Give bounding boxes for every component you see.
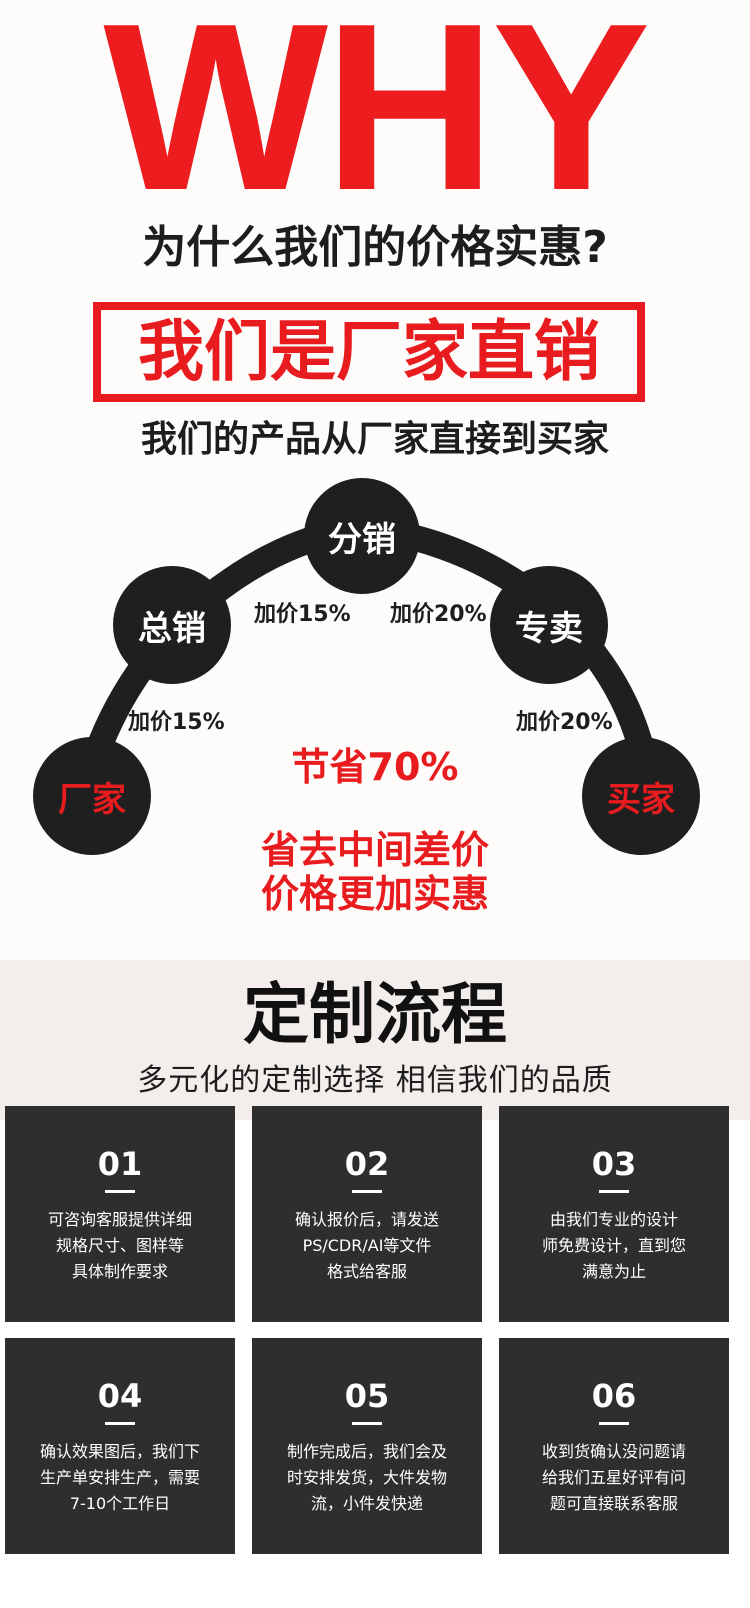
step-text: 制作完成后，我们会及 时安排发货，大件发物 流，小件发快递 [252,1439,482,1517]
step-text: 收到货确认没问题请 给我们五星好评有问 题可直接联系客服 [499,1439,729,1517]
step-card-04: 04 确认效果图后，我们下 生产单安排生产，需要 7-10个工作日 [5,1338,235,1554]
factory-direct-box: 我们是厂家直销 [93,302,645,402]
process-subtitle: 多元化的定制选择 相信我们的品质 [137,1063,613,1098]
step-line: 时安排发货，大件发物 [286,1468,447,1487]
saving-text: 省去中间差价 价格更加实惠 [0,828,750,916]
node-general-sales: 总销 [113,566,231,684]
step-underline [599,1422,629,1425]
step-number: 01 [97,1145,143,1183]
process-header-band [0,960,750,1120]
step-line: 给我们五星好评有问 [541,1468,686,1487]
node-factory: 厂家 [33,737,151,855]
markup-label: 加价20% [516,710,613,735]
question-heading: 为什么我们的价格实惠? [142,222,608,273]
saving-percent: 节省70% [291,745,459,789]
step-line: 具体制作要求 [71,1262,168,1281]
step-text: 确认报价后，请发送 PS/CDR/AI等文件 格式给客服 [252,1207,482,1285]
step-number: 04 [97,1377,143,1415]
step-line: 收到货确认没问题请 [541,1442,686,1461]
step-line: 师免费设计，直到您 [541,1236,686,1255]
node-distribution: 分销 [304,478,420,594]
markup-label: 加价15% [128,710,225,735]
step-underline [105,1190,135,1193]
step-line: 制作完成后，我们会及 [286,1442,447,1461]
step-card-03: 03 由我们专业的设计 师免费设计，直到您 满意为止 [499,1106,729,1322]
saving-line: 价格更加实惠 [260,872,489,916]
step-underline [599,1190,629,1193]
step-line: PS/CDR/AI等文件 [302,1236,432,1255]
step-line: 确认效果图后，我们下 [39,1442,200,1461]
step-text: 确认效果图后，我们下 生产单安排生产，需要 7-10个工作日 [5,1439,235,1517]
step-line: 规格尺寸、图样等 [55,1236,184,1255]
step-line: 题可直接联系客服 [549,1494,678,1513]
step-line: 满意为止 [581,1262,646,1281]
step-text: 由我们专业的设计 师免费设计，直到您 满意为止 [499,1207,729,1285]
markup-label: 加价15% [254,602,351,627]
markup-label: 加价20% [390,602,487,627]
hero-subtitle: 我们的产品从厂家直接到买家 [140,419,609,460]
step-card-06: 06 收到货确认没问题请 给我们五星好评有问 题可直接联系客服 [499,1338,729,1554]
step-card-02: 02 确认报价后，请发送 PS/CDR/AI等文件 格式给客服 [252,1106,482,1322]
node-buyer: 买家 [582,737,700,855]
step-line: 生产单安排生产，需要 [39,1468,200,1487]
step-line: 格式给客服 [326,1262,407,1281]
node-store: 专卖 [490,566,608,684]
step-underline [352,1190,382,1193]
hero-section: WHY 为什么我们的价格实惠? 我们是厂家直销 我们的产品从厂家直接到买家 厂家… [0,0,750,916]
step-underline [352,1422,382,1425]
step-card-05: 05 制作完成后，我们会及 时安排发货，大件发物 流，小件发快递 [252,1338,482,1554]
step-line: 由我们专业的设计 [549,1210,678,1229]
step-number: 03 [591,1145,637,1183]
step-line: 流，小件发快递 [310,1494,423,1513]
step-line: 7-10个工作日 [69,1494,171,1513]
step-line: 可咨询客服提供详细 [47,1210,192,1229]
step-card-01: 01 可咨询客服提供详细 规格尺寸、图样等 具体制作要求 [5,1106,235,1322]
step-line: 确认报价后，请发送 [294,1210,439,1229]
why-heading: WHY [103,0,650,240]
step-number: 02 [344,1145,390,1183]
saving-line: 省去中间差价 [260,828,489,872]
step-underline [105,1422,135,1425]
process-title: 定制流程 [243,976,507,1053]
step-number: 05 [344,1377,390,1415]
step-text: 可咨询客服提供详细 规格尺寸、图样等 具体制作要求 [5,1207,235,1285]
step-number: 06 [591,1377,637,1415]
